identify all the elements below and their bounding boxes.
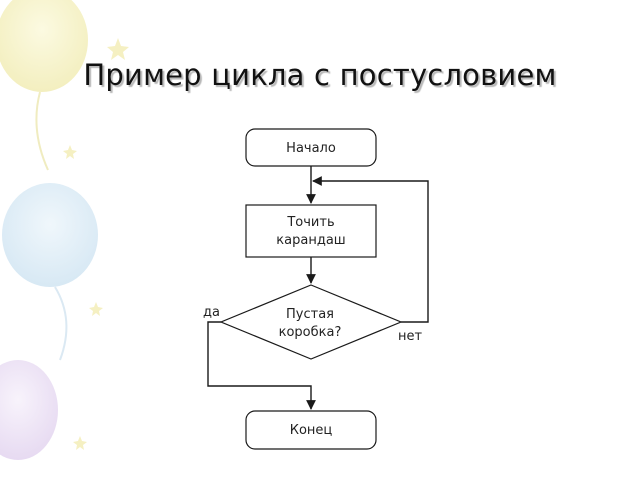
process-node: Точить карандаш bbox=[245, 204, 377, 258]
decision-node-label-line1: Пустая bbox=[286, 307, 334, 322]
start-node: Начало bbox=[245, 128, 377, 167]
start-node-label: Начало bbox=[286, 141, 336, 156]
blue-balloon bbox=[2, 183, 98, 287]
blue-balloon-string bbox=[54, 286, 68, 361]
decision-node-label-line2: коробка? bbox=[279, 325, 342, 340]
end-node: Конец bbox=[245, 410, 377, 450]
decision-node: Пустая коробка? bbox=[219, 284, 403, 360]
slide-title: Пример цикла с постусловием bbox=[83, 58, 557, 92]
edge-yes-label: да bbox=[203, 305, 220, 320]
edge-no-label: нет bbox=[398, 329, 422, 344]
end-node-label: Конец bbox=[290, 423, 333, 438]
yellow-balloon bbox=[0, 0, 88, 92]
process-node-label-line1: Точить bbox=[286, 215, 334, 230]
edge-yes-to-end bbox=[207, 321, 316, 410]
process-node-label-line2: карандаш bbox=[276, 233, 345, 248]
yellow-balloon-string bbox=[35, 91, 49, 171]
star-sparkles bbox=[63, 38, 129, 450]
edge-no-loop-back bbox=[312, 176, 429, 323]
purple-balloon bbox=[0, 360, 58, 460]
